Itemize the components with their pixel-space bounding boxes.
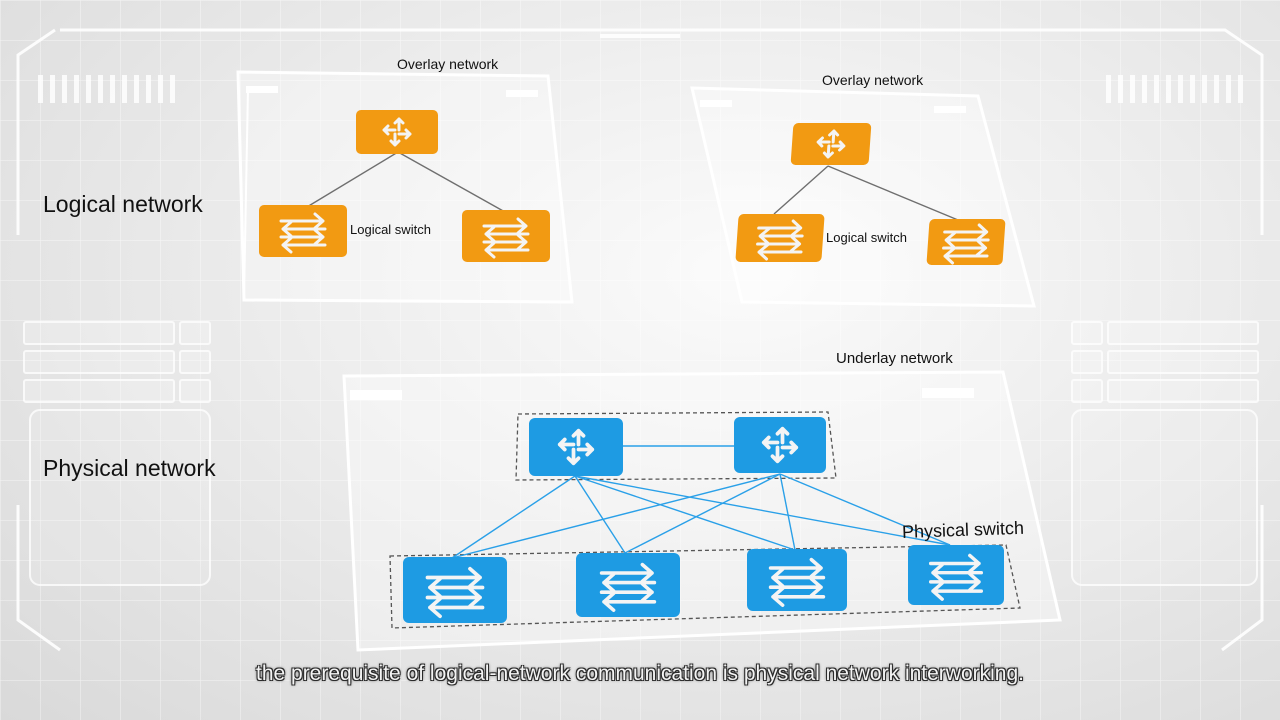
overlay-right-switch-label: Logical switch [826,230,907,245]
overlay-panel-right [690,86,1036,308]
underlay-panel [342,370,1062,652]
logical-network-label: Logical network [43,191,203,217]
physical-switch-label: Physical switch [901,517,1025,542]
overlay-left-links [301,151,506,213]
overlay-right-switch-2 [926,219,1006,265]
hud-ticks [38,75,1243,103]
underlay-switch-1 [403,557,507,623]
overlay-left-router [356,110,438,154]
hud-side-panels [23,321,1259,586]
overlay-right-links [773,165,959,221]
physical-network-label: Physical network [43,455,216,481]
underlay-title: Underlay network [836,350,953,367]
underlay-router-1 [529,418,623,476]
underlay-switch-3 [747,549,847,611]
overlay-left-title: Overlay network [397,56,499,72]
overlay-right-switch-1 [735,214,825,262]
underlay-switch-4 [908,545,1004,605]
underlay-router-2 [734,417,826,473]
subtitle-caption: the prerequisite of logical-network comm… [255,662,1024,685]
overlay-panel-left [236,70,574,304]
overlay-left-switch-label: Logical switch [350,222,431,237]
overlay-right-router [790,123,872,165]
underlay-switch-2 [576,553,680,617]
underlay-groups [389,411,1021,629]
overlay-right-title: Overlay network [822,72,924,88]
hud-frame [16,28,1264,652]
underlay-links [451,445,951,559]
overlay-left-switch-1 [259,205,347,257]
overlay-left-switch-2 [462,210,550,262]
